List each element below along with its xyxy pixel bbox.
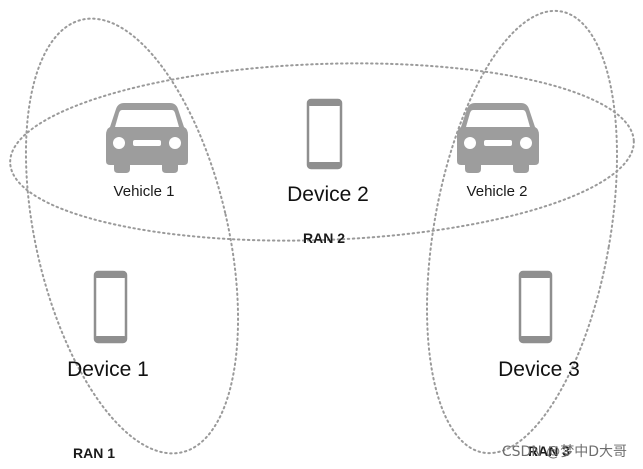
- vehicle-1: Vehicle 1: [106, 103, 188, 200]
- vehicle-1-label: Vehicle 1: [114, 183, 175, 200]
- smartphone-icon: [306, 98, 343, 170]
- ran-1-label: RAN 1: [73, 445, 115, 461]
- watermark-text: CSDN @梦中D大哥: [502, 444, 627, 460]
- device-1: Device 1: [67, 270, 149, 381]
- vehicle-2-label: Vehicle 2: [467, 183, 528, 200]
- device-2: Device 2: [287, 98, 369, 206]
- ran-2-area: [9, 62, 635, 242]
- smartphone-icon: [518, 270, 553, 344]
- device-3-label: Device 3: [498, 358, 580, 381]
- smartphone-icon: [93, 270, 128, 344]
- vehicle-2: Vehicle 2: [457, 103, 539, 200]
- device-2-label: Device 2: [287, 183, 369, 206]
- ran-3-label: RAN 3: [528, 443, 570, 459]
- car-icon: [457, 103, 539, 173]
- ran-1-area: [24, 17, 240, 455]
- device-3: Device 3: [498, 270, 580, 381]
- car-icon: [106, 103, 188, 173]
- ran-3-area: [426, 9, 618, 455]
- ran-2-label: RAN 2: [303, 230, 345, 246]
- device-1-label: Device 1: [67, 358, 149, 381]
